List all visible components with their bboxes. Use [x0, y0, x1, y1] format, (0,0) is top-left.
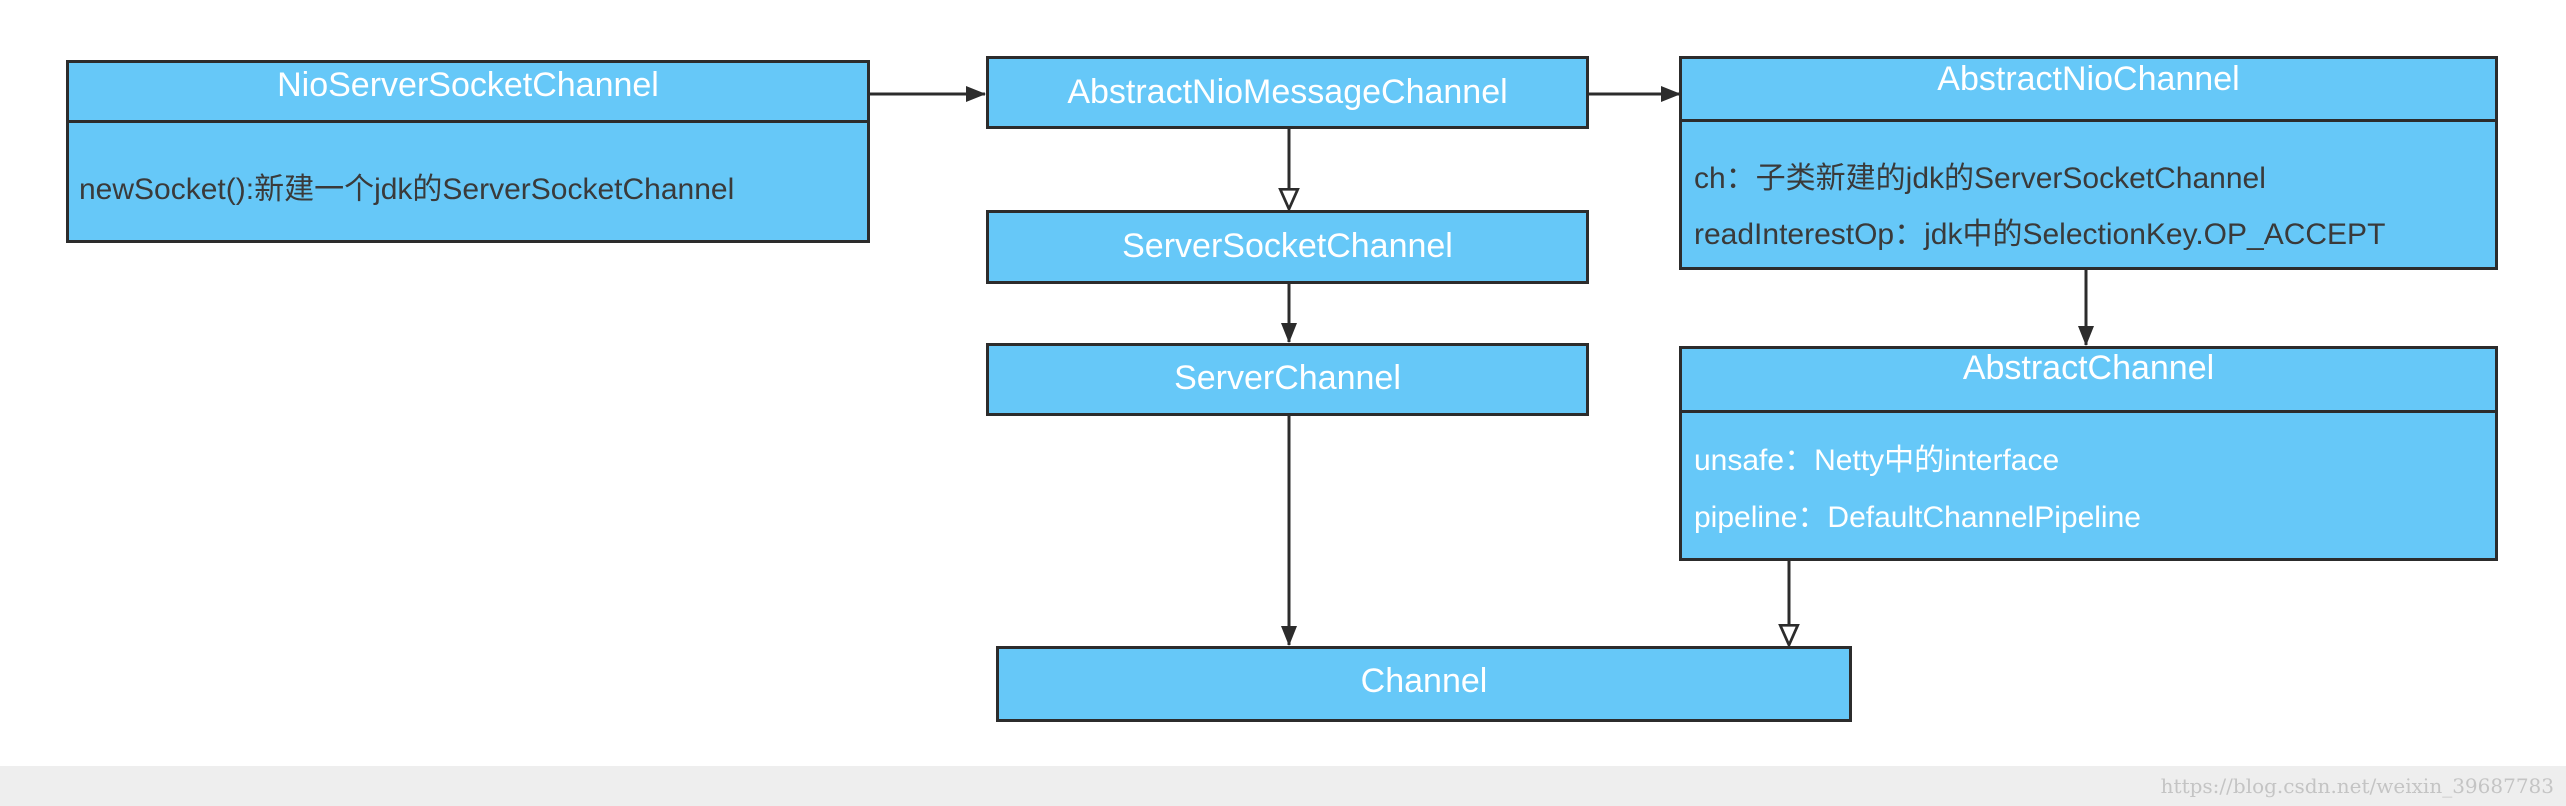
watermark-url: https://blog.csdn.net/weixin_39687783 [2160, 774, 2554, 798]
class-name-nioserversocketchannel: NioServerSocketChannel [277, 66, 659, 104]
member-ch: ch：子类新建的jdk的ServerSocketChannel [1694, 162, 2266, 195]
class-name-channel: Channel [1360, 662, 1488, 700]
class-box-abstractchannel: AbstractChannel unsafe：Netty中的interface … [1679, 346, 2498, 561]
class-name-abstractniomessagechannel: AbstractNioMessageChannel [1067, 73, 1508, 111]
class-divider [1679, 119, 2498, 122]
class-name-abstractchannel: AbstractChannel [1962, 349, 2215, 387]
footer-bar: https://blog.csdn.net/weixin_39687783 [0, 766, 2566, 806]
class-name-serverchannel: ServerChannel [1174, 359, 1401, 397]
diagram-canvas [870, 86, 2094, 766]
class-divider [1679, 410, 2498, 413]
class-box-serversocketchannel: ServerSocketChannel [986, 210, 1589, 284]
class-name-abstractniochannel: AbstractNioChannel [1937, 60, 2240, 98]
member-unsafe: unsafe：Netty中的interface [1694, 444, 2060, 477]
class-box-abstractniomessagechannel: AbstractNioMessageChannel [986, 56, 1589, 129]
class-box-nioserversocketchannel: NioServerSocketChannel newSocket():新建一个j… [66, 60, 870, 243]
class-box-channel: Channel [996, 646, 1852, 722]
class-box-abstractniochannel: AbstractNioChannel ch：子类新建的jdk的ServerSoc… [1679, 56, 2498, 270]
class-box-serverchannel: ServerChannel [986, 343, 1589, 416]
class-divider [66, 120, 870, 123]
class-name-serversocketchannel: ServerSocketChannel [1122, 227, 1453, 265]
member-pipeline: pipeline：DefaultChannelPipeline [1694, 501, 2141, 534]
member-newsocket: newSocket():新建一个jdk的ServerSocketChannel [79, 173, 735, 206]
member-readinterestop: readInterestOp：jdk中的SelectionKey.OP_ACCE… [1694, 218, 2386, 251]
